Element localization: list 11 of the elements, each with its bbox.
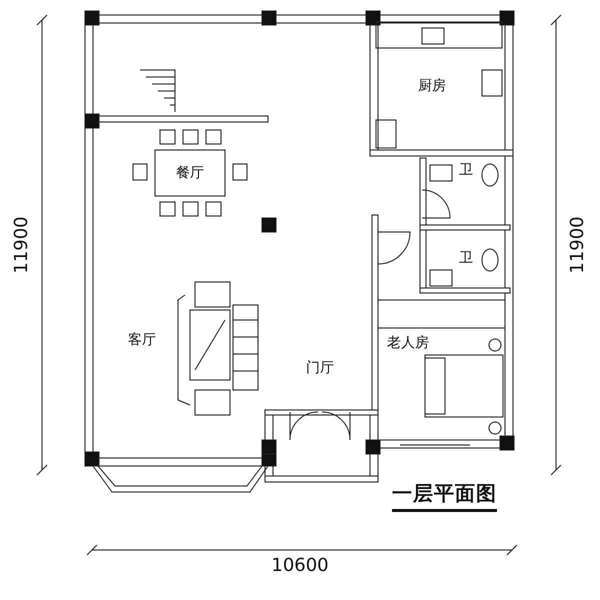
room-label: 卫	[459, 163, 473, 177]
room-label: 10600	[271, 557, 329, 575]
room-label: 厨房	[418, 79, 446, 93]
dimension-text: 11900	[13, 216, 31, 274]
room-label: 老人房	[387, 336, 429, 350]
plan-title: 一层平面图	[392, 480, 497, 512]
room-label: 门厅	[306, 361, 334, 375]
room-label: 客厅	[128, 333, 156, 347]
dimension-text: 11900	[569, 216, 587, 274]
room-label: 卫	[459, 251, 473, 265]
room-label: 餐厅	[176, 166, 204, 180]
